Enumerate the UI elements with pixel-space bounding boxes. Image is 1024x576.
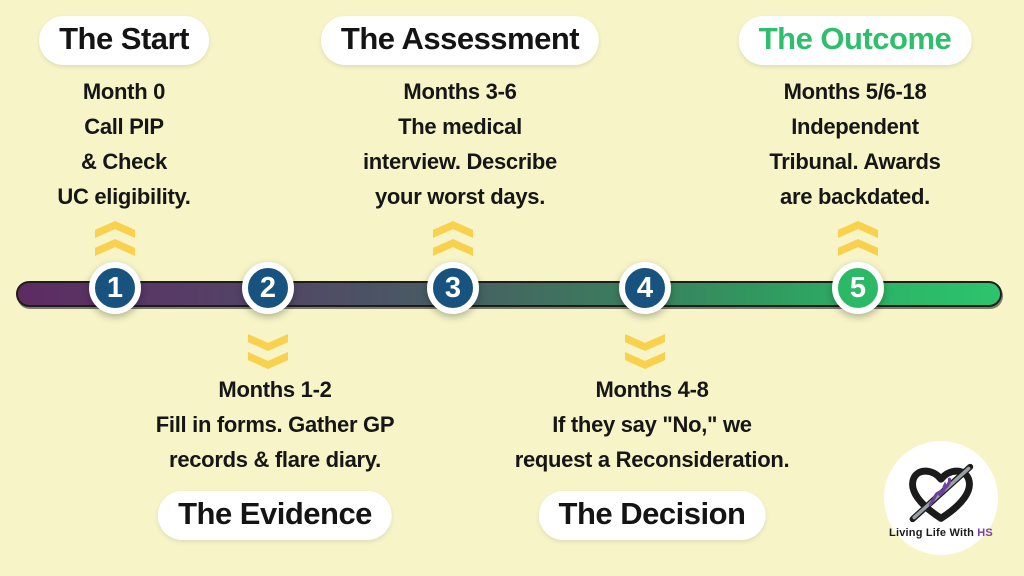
stage-start-details: Month 0 Call PIP & Check UC eligibility. <box>39 74 209 214</box>
stage-outcome-details: Months 5/6-18 Independent Tribunal. Awar… <box>739 74 972 214</box>
heart-scalpel-icon <box>909 463 974 522</box>
stage-detail-line: Call PIP <box>84 114 164 139</box>
stage-detail-line: Months 4-8 <box>595 377 709 402</box>
stage-evidence-details: Months 1-2 Fill in forms. Gather GP reco… <box>156 372 395 477</box>
chevron-down-icon <box>625 334 665 369</box>
stage-assessment-details: Months 3-6 The medical interview. Descri… <box>321 74 599 214</box>
stage-detail-line: Independent <box>791 114 919 139</box>
stage-detail-line: are backdated. <box>780 184 930 209</box>
stage-detail-line: Tribunal. Awards <box>769 149 941 174</box>
logo-text-brand: HS <box>977 526 993 539</box>
timeline-node-5: 5 <box>832 262 884 314</box>
living-life-with-hs-logo: Living Life With HS <box>884 441 998 555</box>
logo-text: Living Life With HS <box>889 527 993 539</box>
stage-detail-line: your worst days. <box>374 184 546 209</box>
stage-decision-title-pill: The Decision <box>538 491 766 540</box>
stage-decision-details: Months 4-8 If they say "No," we request … <box>515 372 790 477</box>
stage-detail-line: Fill in forms. Gather GP <box>155 412 395 437</box>
stage-evidence-section: Months 1-2 Fill in forms. Gather GP reco… <box>156 372 395 540</box>
stage-detail-line: & Check <box>81 149 167 174</box>
stage-evidence-title-pill: The Evidence <box>158 491 392 540</box>
stage-detail-line: request a Reconsideration. <box>514 447 790 472</box>
timeline-node-3: 3 <box>427 262 479 314</box>
timeline-node-2: 2 <box>242 262 294 314</box>
stage-detail-line: records & flare diary. <box>169 447 381 472</box>
stage-detail-line: Month 0 <box>82 79 166 104</box>
stage-outcome-section: The Outcome Months 5/6-18 Independent Tr… <box>738 16 972 214</box>
logo-text-main: Living Life With <box>889 526 975 539</box>
stage-assessment-section: The Assessment Months 3-6 The medical in… <box>320 16 600 214</box>
timeline-node-4: 4 <box>619 262 671 314</box>
stage-detail-line: UC eligibility. <box>57 184 191 209</box>
stage-assessment-title-pill: The Assessment <box>320 16 600 65</box>
stage-detail-line: interview. Describe <box>362 149 558 174</box>
stage-start-title-pill: The Start <box>39 16 209 65</box>
chevron-up-icon <box>433 221 473 256</box>
stage-outcome-title-pill: The Outcome <box>738 16 972 65</box>
chevron-up-icon <box>95 221 135 256</box>
stage-detail-line: Months 3-6 <box>403 79 517 104</box>
stage-detail-line: Months 5/6-18 <box>783 79 927 104</box>
stage-detail-line: The medical <box>398 114 522 139</box>
stage-start-section: The Start Month 0 Call PIP & Check UC el… <box>39 16 209 214</box>
stage-decision-section: Months 4-8 If they say "No," we request … <box>515 372 790 540</box>
chevron-down-icon <box>248 334 288 369</box>
stage-detail-line: If they say "No," we <box>552 412 752 437</box>
stage-detail-line: Months 1-2 <box>218 377 332 402</box>
chevron-up-icon <box>838 221 878 256</box>
timeline-node-1: 1 <box>89 262 141 314</box>
